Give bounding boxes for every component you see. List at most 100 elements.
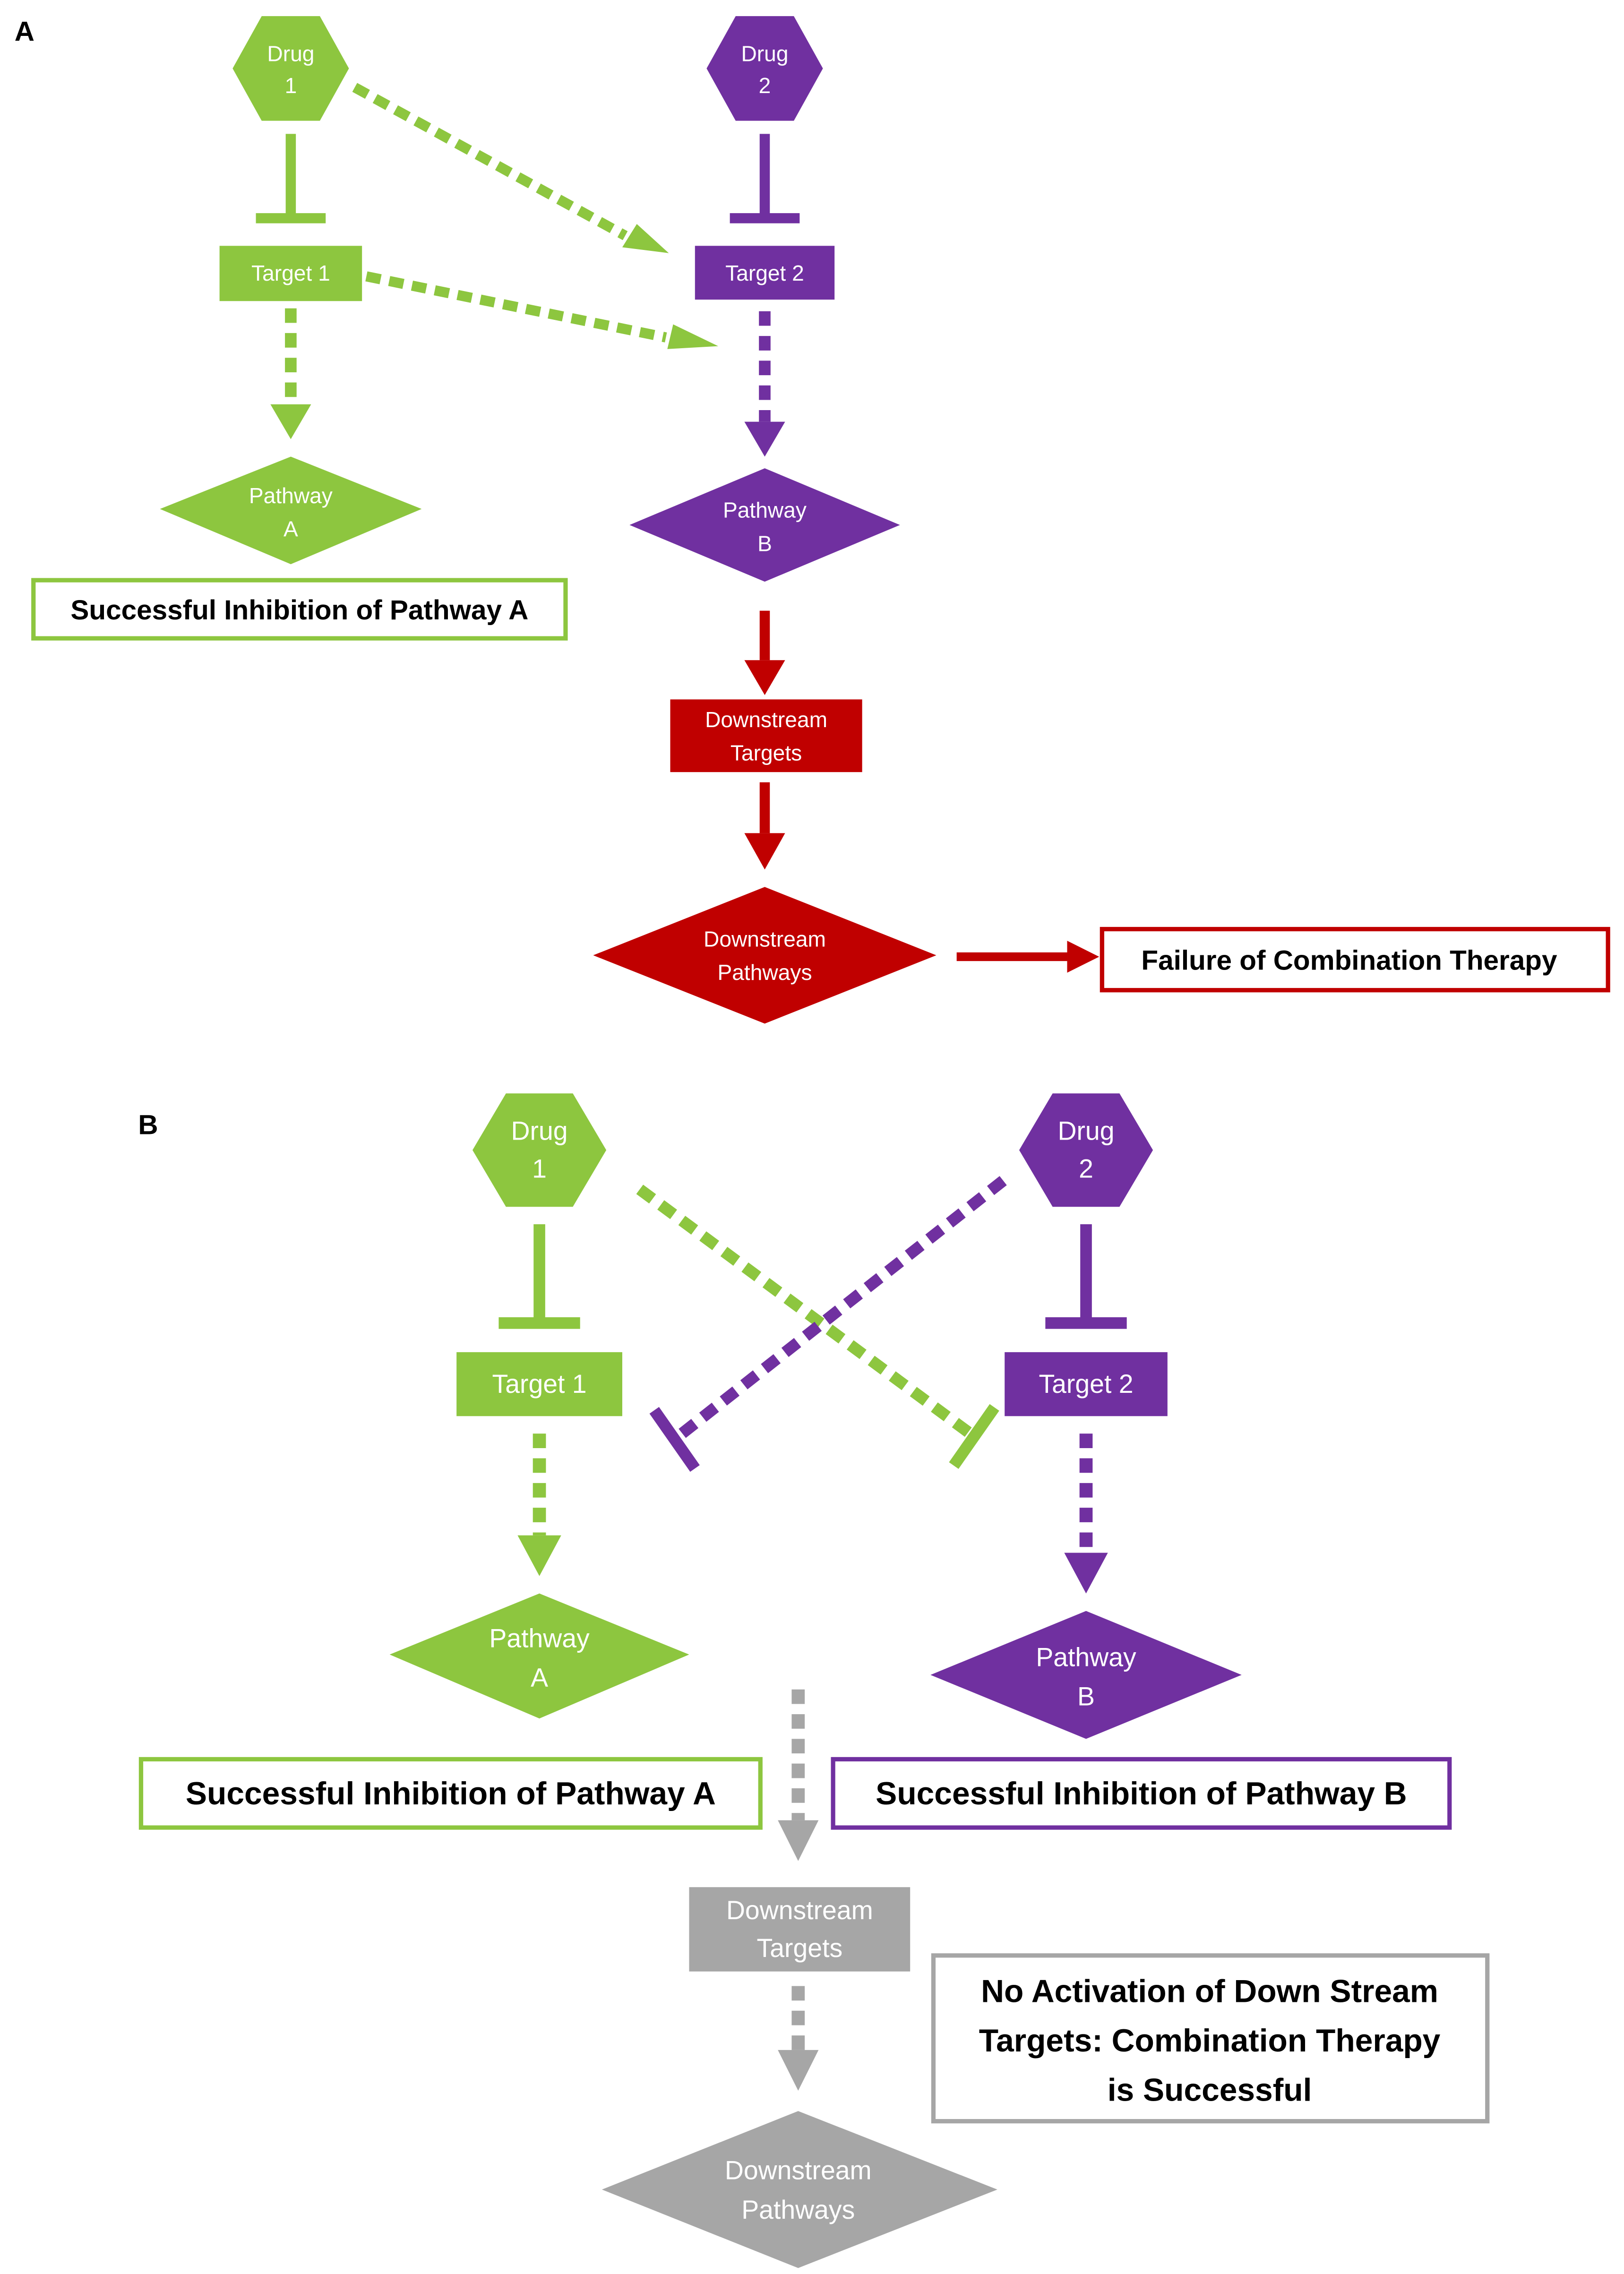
a-drug2-hexagon xyxy=(706,16,823,121)
a-target1-label: Target 1 xyxy=(251,261,330,285)
a-pathway-b-line1: Pathway xyxy=(723,498,807,523)
a-downstream-pathways-node: Downstream Pathways xyxy=(593,887,937,1024)
b-success-a-text: Successful Inhibition of Pathway A xyxy=(186,1776,716,1811)
panel-a-connectors xyxy=(256,83,1100,973)
a-downstream-targets-box xyxy=(670,699,862,772)
b-pathway-a-diamond xyxy=(389,1593,689,1719)
panel-a-label: A xyxy=(15,16,34,47)
b-outcome-box: No Activation of Down Stream Targets: Co… xyxy=(931,1953,1490,2124)
b-downstream-targets-line2: Targets xyxy=(757,1933,843,1963)
a-target1-to-target2-arrowhead xyxy=(667,324,719,349)
b-success-b-box: Successful Inhibition of Pathway B xyxy=(831,1757,1452,1830)
a-target1-node: Target 1 xyxy=(219,246,362,301)
a-pathway-b-to-downstream-targets-arrowhead xyxy=(744,660,785,695)
b-pathway-a-line2: A xyxy=(531,1663,548,1692)
b-target2-label: Target 2 xyxy=(1039,1369,1133,1399)
b-pathway-a-line1: Pathway xyxy=(489,1624,590,1653)
b-downstream-targets-node: Downstream Targets xyxy=(689,1887,911,1972)
a-pathway-a-line1: Pathway xyxy=(249,483,333,508)
a-drug2-line1: Drug xyxy=(741,42,788,66)
a-pathway-a-node: Pathway A xyxy=(160,456,422,565)
a-target2-box xyxy=(695,246,835,300)
a-downstream-targets-node: Downstream Targets xyxy=(670,699,862,772)
b-success-a-box: Successful Inhibition of Pathway A xyxy=(138,1757,763,1830)
a-target2-node: Target 2 xyxy=(695,246,835,300)
b-target1-to-pathway-a-arrowhead xyxy=(517,1535,561,1576)
b-drug1-line1: Drug xyxy=(511,1116,568,1146)
a-drug1-to-target2-arrowhead xyxy=(622,224,669,253)
b-downstream-pathways-diamond xyxy=(601,2111,997,2268)
b-pathway-a-node: Pathway A xyxy=(389,1593,689,1719)
b-drug1-line2: 1 xyxy=(532,1154,547,1184)
b-targets-to-pathways-arrowhead xyxy=(778,2050,819,2091)
b-pathway-b-diamond xyxy=(930,1611,1242,1739)
b-pathway-b-line1: Pathway xyxy=(1036,1643,1136,1672)
a-drug2-line2: 2 xyxy=(759,73,771,98)
panel-b-connectors xyxy=(498,1176,1127,2091)
a-drug1-hexagon xyxy=(232,16,349,121)
a-success-a-text: Successful Inhibition of Pathway A xyxy=(70,595,528,626)
b-drug2-line1: Drug xyxy=(1057,1116,1114,1146)
a-pathways-to-failure-arrowhead xyxy=(1067,941,1100,973)
a-downstream-targets-line2: Targets xyxy=(730,741,802,765)
b-drug2-line2: 2 xyxy=(1079,1154,1093,1184)
b-target2-to-pathway-b-arrowhead xyxy=(1064,1553,1108,1594)
b-drug1-cross-inhibit-bar xyxy=(949,1404,999,1469)
b-drug1-node: Drug 1 xyxy=(473,1093,607,1207)
a-target2-label: Target 2 xyxy=(725,261,804,285)
b-success-a-border xyxy=(138,1757,763,1830)
b-pathway-b-node: Pathway B xyxy=(930,1611,1242,1739)
a-downstream-pathways-diamond xyxy=(593,887,937,1024)
b-downstream-pathways-line2: Pathways xyxy=(741,2195,855,2224)
a-target1-to-target2-dotted xyxy=(365,271,667,343)
a-drug1-to-target2-dotted xyxy=(352,83,628,240)
b-drug1-hexagon xyxy=(473,1093,607,1207)
b-drug2-hexagon xyxy=(1019,1093,1153,1207)
a-pathway-b-diamond xyxy=(629,468,900,582)
b-downstream-targets-box xyxy=(689,1887,911,1972)
b-target1-box xyxy=(456,1352,622,1416)
a-failure-border xyxy=(1100,927,1610,993)
b-target2-box xyxy=(1005,1352,1168,1416)
a-target1-box xyxy=(219,246,362,301)
panel-b: B xyxy=(138,1093,1490,2268)
a-success-a-box: Successful Inhibition of Pathway A xyxy=(31,578,568,641)
a-failure-box: Failure of Combination Therapy xyxy=(1100,927,1610,993)
a-failure-text: Failure of Combination Therapy xyxy=(1141,945,1557,976)
b-gray-to-downstream-targets-arrowhead xyxy=(778,1820,819,1861)
a-pathway-b-node: Pathway B xyxy=(629,468,900,582)
panel-a: A xyxy=(15,16,1610,1024)
a-drug1-line1: Drug xyxy=(267,42,314,66)
a-downstream-pathways-line1: Downstream xyxy=(704,927,826,951)
b-drug1-cross-inhibits-target2 xyxy=(636,1184,978,1442)
a-downstream-pathways-line2: Pathways xyxy=(717,960,812,985)
b-outcome-border xyxy=(931,1953,1490,2124)
a-pathway-a-diamond xyxy=(160,456,422,565)
a-pathway-b-line2: B xyxy=(757,531,772,556)
a-drug1-node: Drug 1 xyxy=(232,16,349,121)
a-target1-to-pathway-a-arrowhead xyxy=(270,404,311,439)
b-outcome-line1: No Activation of Down Stream xyxy=(981,1974,1438,2009)
b-pathway-b-line2: B xyxy=(1077,1682,1095,1711)
panel-b-label: B xyxy=(138,1109,158,1140)
a-drug2-node: Drug 2 xyxy=(706,16,823,121)
b-drug2-cross-inhibit-bar xyxy=(649,1407,700,1472)
b-downstream-pathways-node: Downstream Pathways xyxy=(601,2111,997,2268)
b-success-b-text: Successful Inhibition of Pathway B xyxy=(876,1776,1407,1811)
b-outcome-line2: Targets: Combination Therapy xyxy=(979,2023,1441,2059)
b-drug2-cross-inhibits-target1 xyxy=(671,1176,1007,1444)
b-target2-node: Target 2 xyxy=(1005,1352,1168,1416)
a-pathway-a-line2: A xyxy=(284,517,298,541)
b-target1-node: Target 1 xyxy=(456,1352,622,1416)
b-downstream-pathways-line1: Downstream xyxy=(725,2156,872,2185)
a-downstream-targets-line1: Downstream xyxy=(705,707,827,732)
b-success-b-border xyxy=(831,1757,1452,1830)
b-outcome-line3: is Successful xyxy=(1108,2073,1312,2108)
a-targets-to-pathways-arrowhead xyxy=(744,833,785,870)
a-drug1-line2: 1 xyxy=(285,73,297,98)
b-drug2-node: Drug 2 xyxy=(1019,1093,1153,1207)
b-target1-label: Target 1 xyxy=(492,1369,587,1399)
a-target2-to-pathway-b-arrowhead xyxy=(744,421,785,457)
